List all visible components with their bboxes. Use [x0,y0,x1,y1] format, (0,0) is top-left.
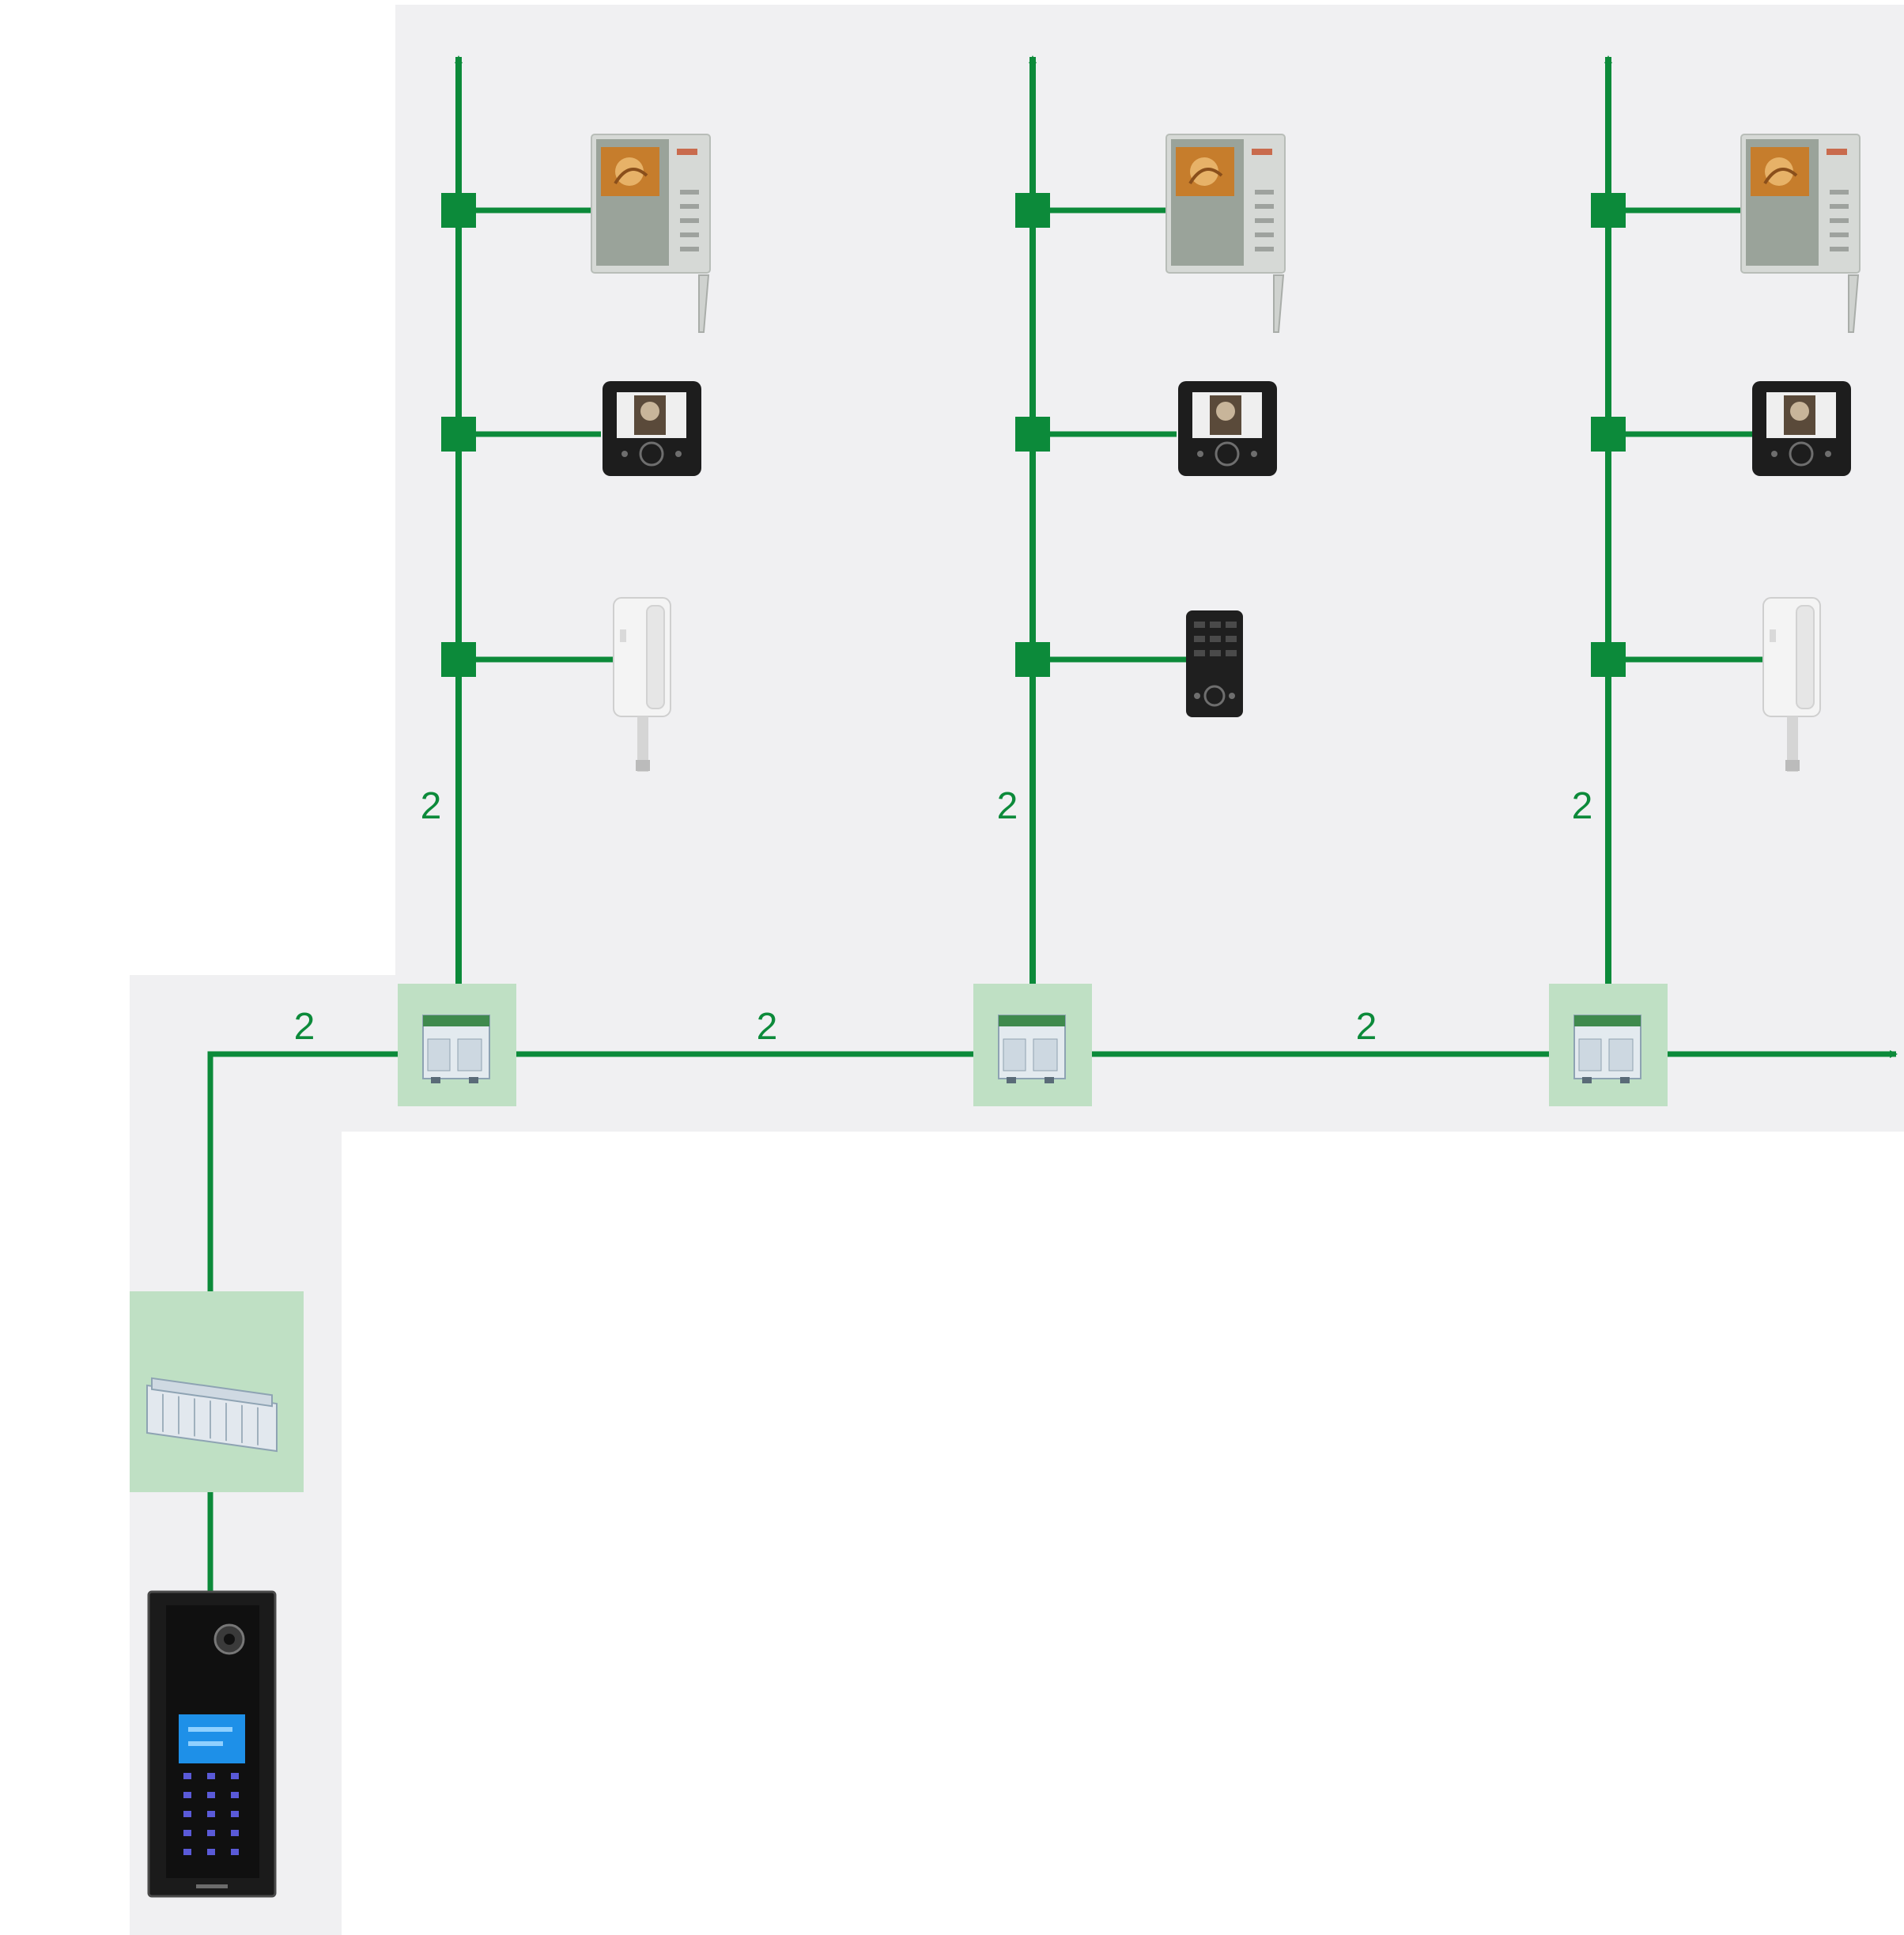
junction-node [1015,642,1050,677]
wire-count-label: 2 [1356,1006,1377,1048]
wire-count-label: 2 [757,1006,778,1048]
riser-3: 2 [1572,55,1861,985]
wire-count-label: 2 [1572,785,1593,827]
junction-node [441,193,476,228]
wire-count-label: 2 [294,1006,315,1048]
junction-node [1015,193,1050,228]
compact-video-monitor-icon [601,380,703,478]
wire-count-label: 2 [421,785,442,827]
junction-node [441,642,476,677]
handsfree-audio-unit-icon [1184,609,1245,719]
junction-node [1591,417,1626,452]
junction-node [1015,417,1050,452]
junction-node [1591,642,1626,677]
compact-video-monitor-icon [1751,380,1853,478]
riser-1: 2 [421,55,712,985]
bus-wire [207,1050,1898,1291]
riser-2: 2 [997,55,1286,985]
power-supply-icon [130,1291,304,1492]
main-bus: 2 2 2 [207,1006,1898,1592]
distributor-icon [973,983,1093,1107]
distributor-icon [1548,983,1668,1107]
distributor-icon [397,983,517,1107]
compact-video-monitor-icon [1177,380,1279,478]
junction-node [1591,193,1626,228]
entrance-panel-icon [147,1590,277,1898]
junction-node [441,417,476,452]
wire-count-label: 2 [997,785,1018,827]
